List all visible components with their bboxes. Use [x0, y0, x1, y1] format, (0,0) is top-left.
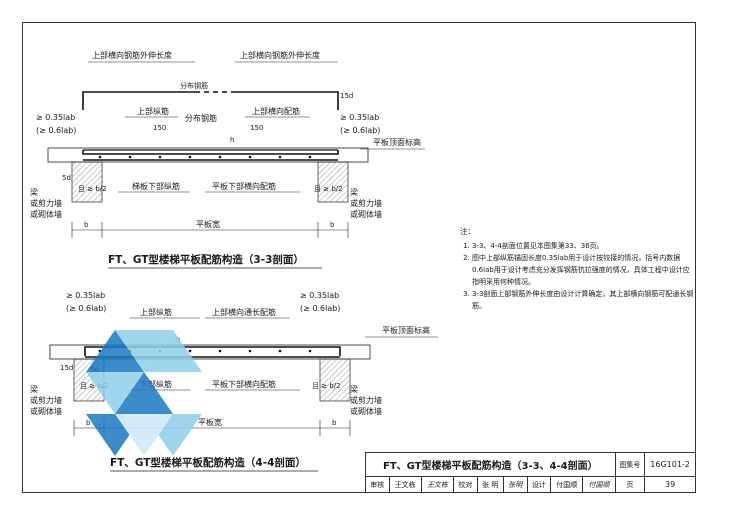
support-left-a-1: 梁 [30, 188, 38, 197]
reviewer-signature: 王文栋 [420, 476, 455, 493]
upper-long-label-a: 上部纵筋 [137, 106, 169, 116]
dim-b-left-a: b [84, 221, 89, 229]
upper-trans-label-a: 上部横向配筋 [252, 106, 300, 116]
dim-b-left-b: b [86, 419, 91, 427]
half-b-left-b: 且 ≥ b/2 [80, 382, 109, 390]
h-label-a: h [230, 136, 234, 144]
half-b-right-b: 且 ≥ b/2 [312, 382, 341, 390]
support-right-a-2: 或剪力墙 [350, 198, 382, 208]
caption-4-4: FT、GT型楼梯平板配筋构造（4-4剖面） [110, 456, 306, 469]
half-b-left-a: 且 ≥ b/2 [78, 185, 107, 193]
slab-width-a: 平板宽 [196, 219, 220, 229]
anchor-right-1-b: ≥ 0.35lab [300, 291, 339, 300]
atlas-label: 图集号 [614, 452, 646, 477]
support-right-b-2: 或剪力墙 [350, 395, 382, 405]
top-ext-label-left: 上部横向钢筋外伸长度 [92, 50, 172, 60]
slab-width-b: 平板宽 [198, 417, 222, 427]
anchor-right-2-b: (≥ 0.6lab) [300, 304, 340, 313]
page-number: 39 [644, 476, 696, 493]
note-item-3: 3-3剖面上部钢筋外伸长度由设计计算确定，其上部横向钢筋可配通长钢筋。 [472, 288, 695, 312]
designer-name: 付国顺 [550, 476, 584, 493]
support-left-a-2: 或剪力墙 [30, 198, 62, 208]
anchor-left-2-b: (≥ 0.6lab) [66, 304, 106, 313]
atlas-number: 16G101-2 [644, 452, 696, 477]
checker-name: 张 明 [476, 476, 504, 493]
support-left-b-3: 或砌体墙 [30, 406, 62, 416]
dim-150-right: 150 [250, 124, 263, 132]
slab-top-label-a: 平板顶面标高 [373, 137, 421, 147]
dim-5d-a: 5d [62, 174, 71, 182]
bot-trans-label-a: 平板下部横向配筋 [212, 181, 276, 191]
dim-b-right-a: b [330, 221, 335, 229]
review-label: 审核 [365, 476, 390, 493]
sheet-border [22, 22, 696, 493]
notes-panel: 注： 3-3、4-4剖面位置见本图集第33、36页。 图中上部纵筋锚固长度0.3… [460, 226, 695, 312]
anchor-right-1-a: ≥ 0.35lab [340, 113, 379, 122]
anchor-left-1-a: ≥ 0.35lab [36, 113, 75, 122]
dim-b-right-b: b [332, 419, 337, 427]
upper-trans-label-b: 上部横向通长配筋 [212, 307, 276, 317]
section-4-4: ≥ 0.35lab (≥ 0.6lab) ≥ 0.35lab (≥ 0.6lab… [30, 291, 438, 472]
dist-top-label: 分布钢筋 [180, 81, 208, 90]
half-b-right-a: 且 ≥ b/2 [314, 185, 343, 193]
dim-15d-a: 15d [340, 92, 353, 100]
reviewer-name: 王文栋 [388, 476, 422, 493]
checker-signature: 张明 [502, 476, 528, 493]
bot-trans-label-b: 平板下部横向配筋 [212, 379, 276, 389]
design-label: 设计 [526, 476, 552, 493]
bot-long-label-a: 梯板下部纵筋 [132, 181, 180, 191]
support-left-b-1: 梁 [30, 385, 38, 394]
watermark-logo [86, 330, 202, 456]
designer-signature: 付国顺 [582, 476, 616, 493]
section-3-3: 上部横向钢筋外伸长度 上部横向钢筋外伸长度 分布钢筋 15d ≥ 0.35lab… [30, 50, 425, 269]
notes-heading: 注： [460, 227, 475, 236]
support-right-b-1: 梁 [350, 385, 358, 394]
upper-long-label-b: 上部纵筋 [140, 307, 172, 317]
page-label: 页 [614, 476, 646, 493]
support-left-b-2: 或剪力墙 [30, 395, 62, 405]
support-right-a-1: 梁 [350, 188, 358, 197]
note-item-2: 图中上部纵筋锚固长度0.35lab用于设计按铰接的情况，括号内数据0.6lab用… [472, 252, 695, 288]
bot-long-label-b: 下部纵筋 [140, 379, 172, 389]
dist-mid-label-a: 分布钢筋 [185, 113, 217, 123]
support-left-a-3: 或砌体墙 [30, 209, 62, 219]
note-item-1: 3-3、4-4剖面位置见本图集第33、36页。 [472, 240, 695, 252]
anchor-left-2-a: (≥ 0.6lab) [36, 126, 76, 135]
support-right-a-3: 或砌体墙 [350, 209, 382, 219]
title-block-title: FT、GT型楼梯平板配筋构造（3-3、4-4剖面） [365, 452, 616, 477]
dim-15d-b: 15d [60, 364, 73, 372]
check-label: 校对 [453, 476, 478, 493]
anchor-right-2-a: (≥ 0.6lab) [340, 126, 380, 135]
top-ext-label-right: 上部横向钢筋外伸长度 [240, 50, 320, 60]
anchor-left-1-b: ≥ 0.35lab [66, 291, 105, 300]
title-block: FT、GT型楼梯平板配筋构造（3-3、4-4剖面） 图集号 16G101-2 审… [365, 452, 696, 493]
caption-3-3: FT、GT型楼梯平板配筋构造（3-3剖面） [108, 253, 304, 266]
support-right-b-3: 或砌体墙 [350, 406, 382, 416]
slab-top-label-b: 平板顶面标高 [382, 325, 430, 335]
dim-150-left: 150 [153, 124, 166, 132]
